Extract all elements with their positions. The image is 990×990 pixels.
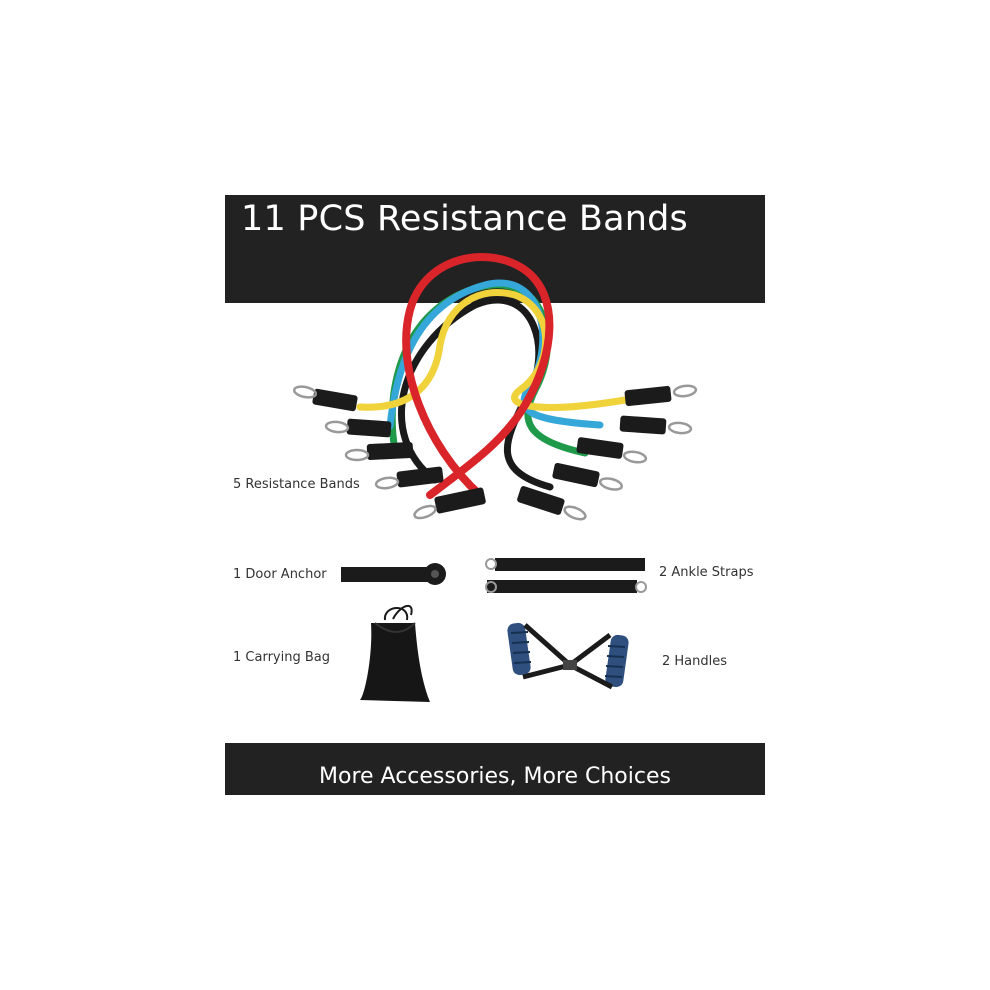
ankle-straps-label: 2 Ankle Straps (659, 565, 754, 580)
page-title: 11 PCS Resistance Bands (241, 199, 688, 239)
product-card: 11 PCS Resistance Bands (225, 195, 765, 795)
door-anchor-label: 1 Door Anchor (233, 567, 327, 582)
carrying-bag-label: 1 Carrying Bag (233, 650, 330, 665)
handles-icon (507, 622, 629, 690)
carrying-bag-icon (360, 604, 430, 702)
resistance-bands-icon (292, 253, 698, 521)
product-illustration (292, 253, 698, 702)
footer-banner: More Accessories, More Choices (225, 743, 765, 795)
door-anchor-icon (341, 563, 446, 585)
ankle-straps-icon (485, 558, 647, 593)
footer-tagline: More Accessories, More Choices (319, 764, 671, 789)
handles-label: 2 Handles (662, 654, 728, 669)
bands-label: 5 Resistance Bands (233, 477, 360, 492)
